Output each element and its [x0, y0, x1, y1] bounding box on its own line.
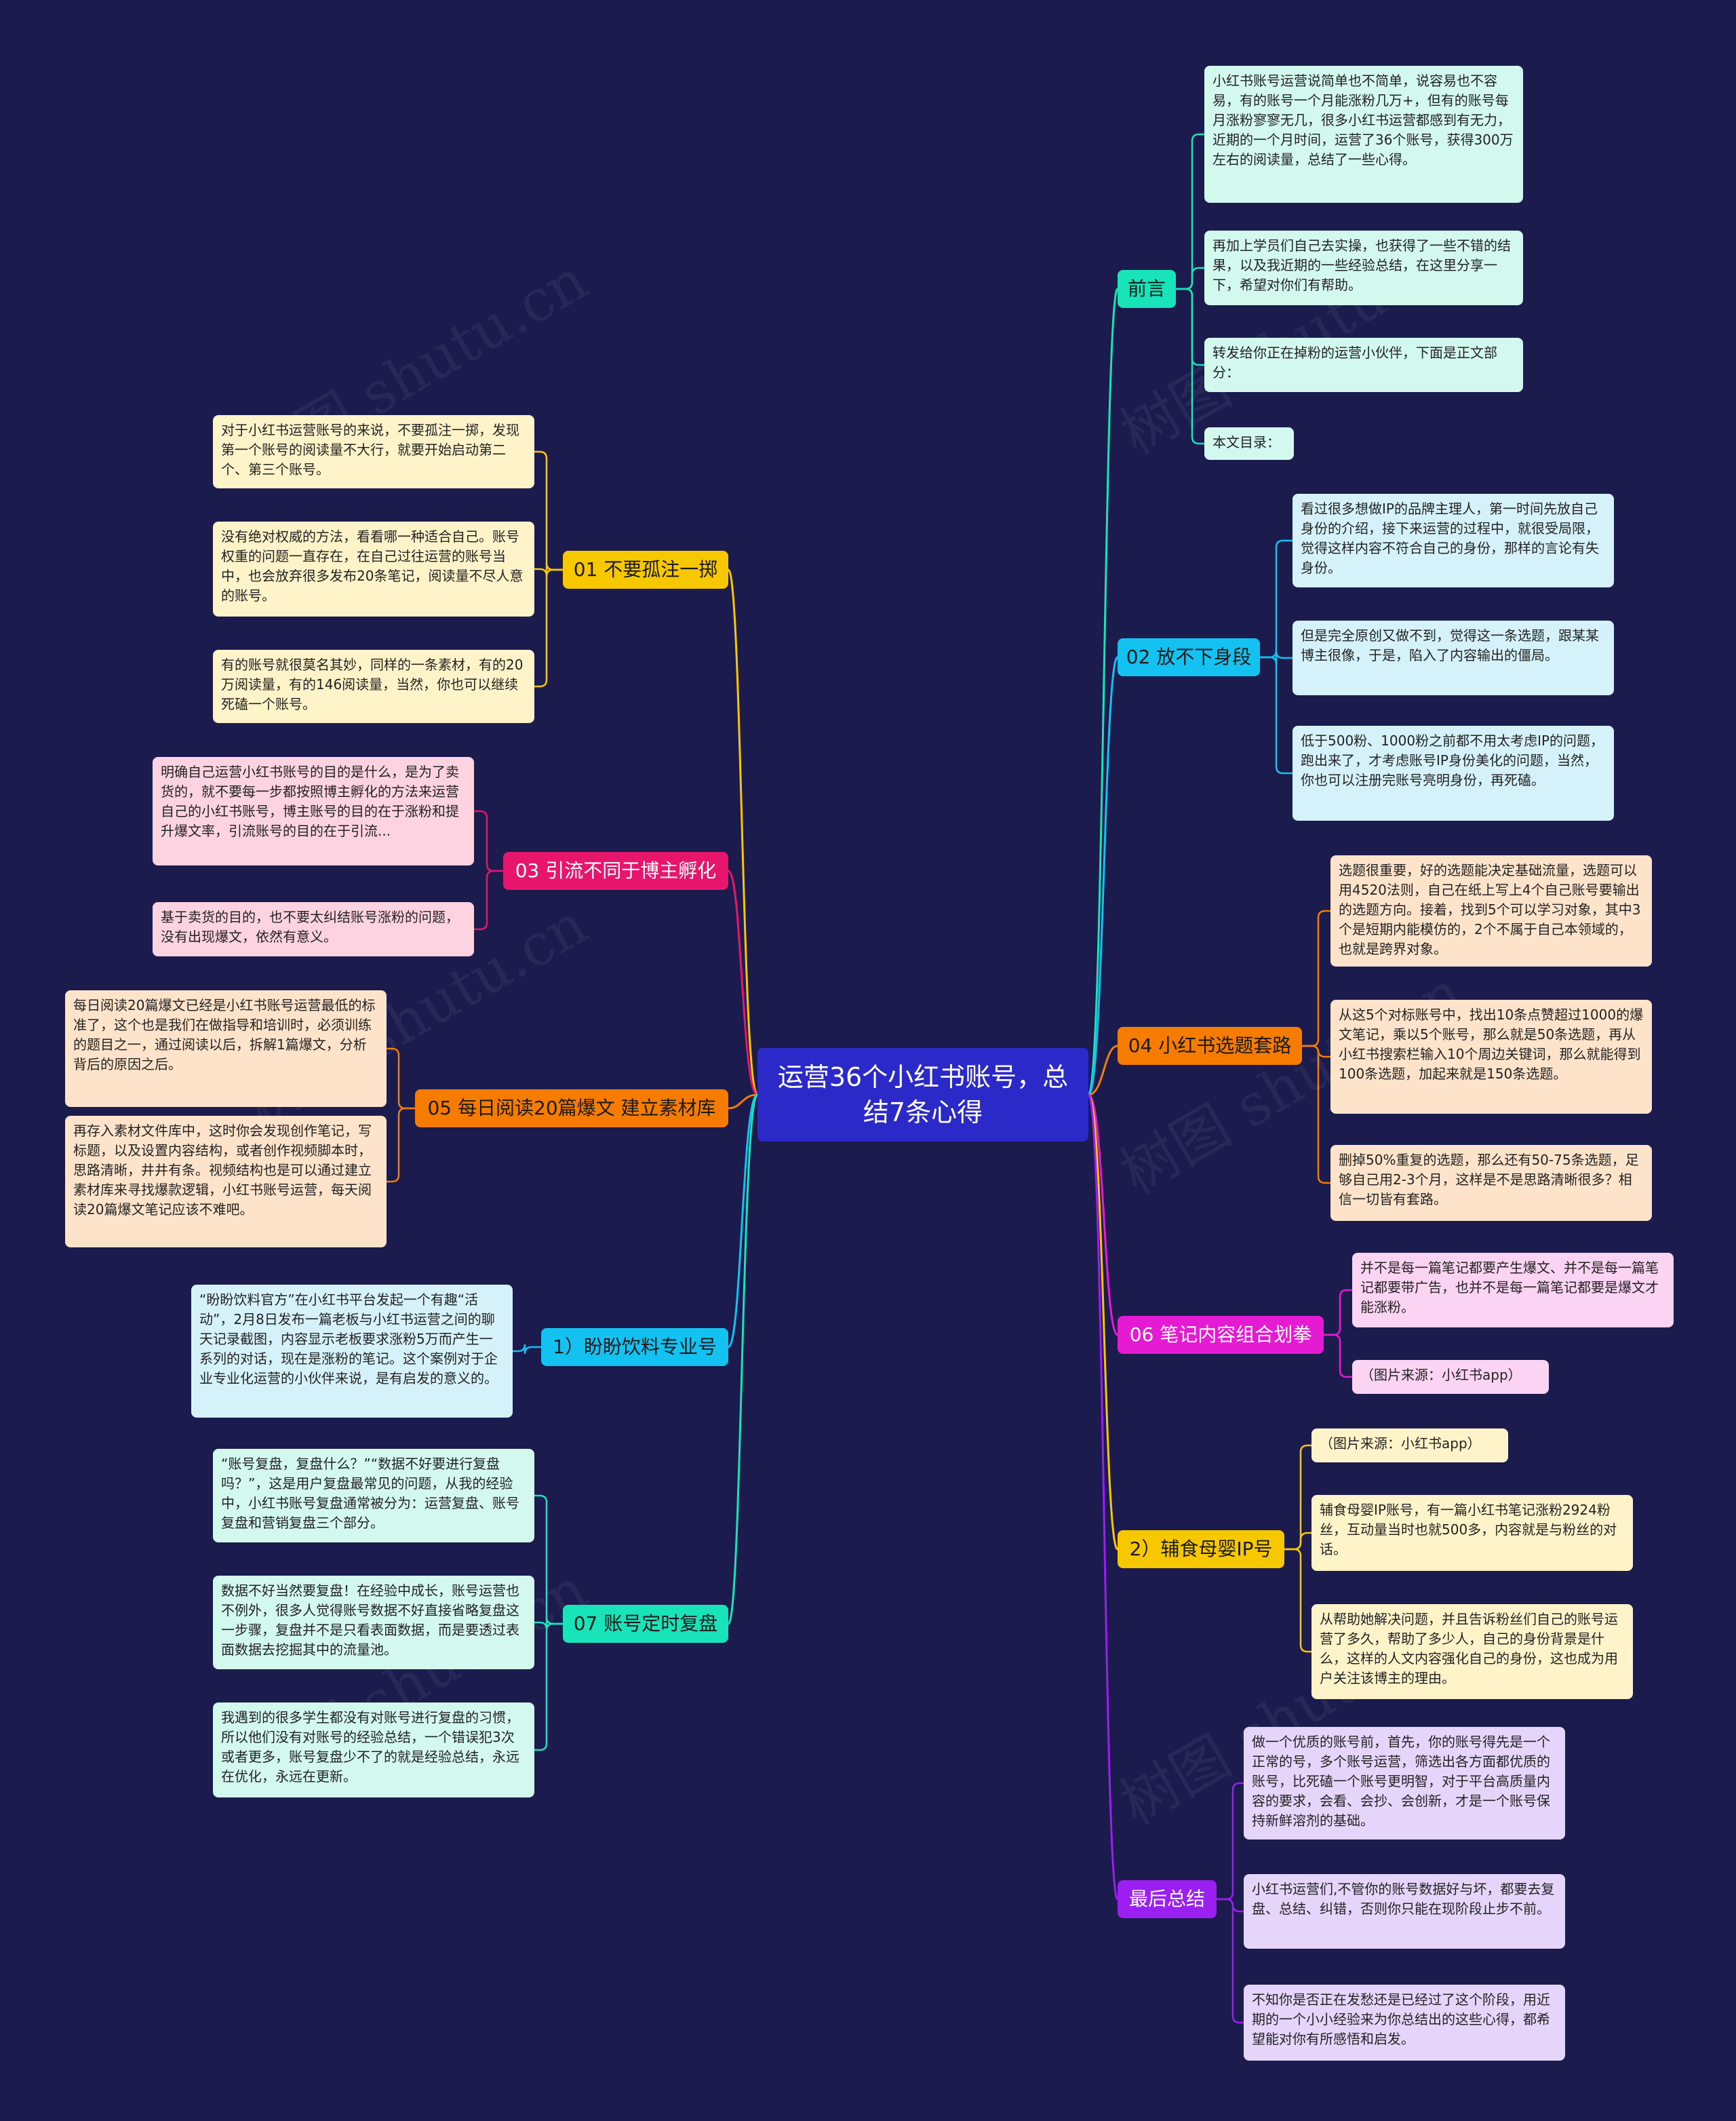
- leaf-note[interactable]: “账号复盘，复盘什么？”“数据不好要进行复盘吗？”，这是用户复盘最常见的问题，从…: [213, 1449, 534, 1542]
- connector: [1324, 1289, 1352, 1336]
- leaf-note[interactable]: 做一个优质的账号前，首先，你的账号得先是一个正常的号，多个账号运营，筛选出各方面…: [1244, 1727, 1565, 1840]
- leaf-note[interactable]: （图片来源：小红书app）: [1352, 1360, 1549, 1394]
- leaf-note[interactable]: 但是完全原创又做不到，觉得这一条选题，跟某某博主很像，于是，陷入了内容输出的僵局…: [1293, 621, 1614, 695]
- branch-topic[interactable]: 04 小红书选题套路: [1118, 1027, 1302, 1065]
- leaf-note[interactable]: 从帮助她解决问题，并且告诉粉丝们自己的账号运营了多久，帮助了多少人，自己的身份背…: [1311, 1604, 1633, 1699]
- branch-topic[interactable]: 02 放不下身段: [1118, 638, 1260, 676]
- connector: [1324, 1334, 1352, 1378]
- connector: [1087, 1093, 1119, 1336]
- branch-topic[interactable]: 05 每日阅读20篇爆文 建立素材库: [415, 1089, 728, 1127]
- leaf-note[interactable]: 每日阅读20篇爆文已经是小红书账号运营最低的标准了，这个也是我们在做指导和培训时…: [65, 990, 387, 1107]
- branch-topic[interactable]: 03 引流不同于博主孵化: [503, 852, 728, 890]
- connector: [1284, 1548, 1311, 1653]
- connector: [474, 870, 503, 931]
- connector: [1088, 1045, 1118, 1096]
- root-topic[interactable]: 运营36个小红书账号，总结7条心得: [757, 1048, 1088, 1142]
- connector: [1087, 1093, 1119, 1551]
- leaf-note[interactable]: 有的账号就很莫名其妙，同样的一条素材，有的20万阅读量，有的146阅读量，当然，…: [213, 650, 534, 723]
- connector: [1087, 1093, 1119, 1901]
- connector: [1284, 1532, 1311, 1551]
- leaf-note[interactable]: 删掉50%重复的选题，那么还有50-75条选题，足够自己用2-3个月，这样是不是…: [1330, 1145, 1652, 1221]
- connector: [727, 870, 758, 1096]
- connector: [1302, 910, 1330, 1047]
- leaf-note[interactable]: 不知你是否正在发愁还是已经过了这个阶段，用近期的一个小小经验来为你总结出的这些心…: [1244, 1985, 1565, 2061]
- branch-topic[interactable]: 2）辅食母婴IP号: [1118, 1530, 1284, 1568]
- connector: [387, 1107, 415, 1183]
- leaf-note[interactable]: 再加上学员们自己去实操，也获得了一些不错的结果，以及我近期的一些经验总结，在这里…: [1204, 231, 1523, 305]
- leaf-note[interactable]: 我遇到的很多学生都没有对账号进行复盘的习惯，所以他们没有对账号的经验总结，一个错…: [213, 1702, 534, 1797]
- leaf-note[interactable]: 从这5个对标账号中，找出10条点赞超过1000的爆文笔记，乘以5个账号，那么就是…: [1330, 1000, 1652, 1114]
- leaf-note[interactable]: 没有绝对权威的方法，看看哪一种适合自己。账号权重的问题一直存在，在自己过往运营的…: [213, 522, 534, 617]
- connector: [728, 1093, 758, 1110]
- connector: [534, 1622, 563, 1751]
- branch-topic[interactable]: 01 不要孤注一掷: [563, 551, 728, 589]
- connector: [1176, 133, 1204, 290]
- connector: [513, 1344, 541, 1355]
- leaf-note[interactable]: 小红书运营们,不管你的账号数据好与坏，都要去复盘、总结、纠错，否则你只能在现阶段…: [1244, 1874, 1565, 1949]
- branch-topic[interactable]: 07 账号定时复盘: [563, 1605, 728, 1643]
- connector: [1087, 288, 1119, 1096]
- branch-topic[interactable]: 前言: [1118, 270, 1176, 308]
- branch-topic[interactable]: 最后总结: [1118, 1880, 1217, 1918]
- connector: [1087, 656, 1119, 1096]
- connector: [534, 1494, 563, 1625]
- leaf-note[interactable]: 辅食母婴IP账号，有一篇小红书笔记涨粉2924粉丝，互动量当时也就500多，内容…: [1311, 1495, 1633, 1571]
- connector: [1176, 288, 1204, 366]
- connector: [534, 568, 563, 688]
- connector: [474, 810, 503, 872]
- leaf-note[interactable]: （图片来源：小红书app）: [1311, 1428, 1508, 1462]
- leaf-note[interactable]: 基于卖货的目的，也不要太纠结账号涨粉的问题，没有出现爆文，依然有意义。: [153, 902, 474, 956]
- leaf-note[interactable]: 选题很重要，好的选题能决定基础流量，选题可以用4520法则，自己在纸上写上4个自…: [1330, 855, 1652, 967]
- connector: [1260, 539, 1293, 659]
- leaf-note[interactable]: 对于小红书运营账号的来说，不要孤注一掷，发现第一个账号的阅读量不大行，就要开始启…: [213, 415, 534, 488]
- branch-topic[interactable]: 1）盼盼饮料专业号: [541, 1328, 728, 1366]
- connector: [1217, 1782, 1244, 1901]
- leaf-note[interactable]: 低于500粉、1000粉之前都不用太考虑IP的问题，跑出来了，才考虑账号IP身份…: [1293, 726, 1614, 821]
- leaf-note[interactable]: 看过很多想做IP的品牌主理人，第一时间先放自己身份的介绍，接下来运营的过程中，就…: [1293, 494, 1614, 587]
- leaf-note[interactable]: 本文目录：: [1204, 427, 1294, 460]
- leaf-note[interactable]: 并不是每一篇笔记都要产生爆文、并不是每一篇笔记都要带广告，也并不是每一篇笔记都要…: [1352, 1253, 1674, 1327]
- connector: [727, 1093, 759, 1348]
- connector: [1217, 1898, 1244, 2024]
- leaf-note[interactable]: 数据不好当然要复盘！在经验中成长，账号运营也不例外，很多人觉得账号数据不好直接省…: [213, 1576, 534, 1669]
- leaf-note[interactable]: 明确自己运营小红书账号的目的是什么，是为了卖货的，就不要每一步都按照博主孵化的方…: [153, 757, 474, 865]
- branch-topic[interactable]: 06 笔记内容组合划拳: [1118, 1316, 1324, 1354]
- connector: [387, 1047, 415, 1110]
- leaf-note[interactable]: 小红书账号运营说简单也不简单，说容易也不容易，有的账号一个月能涨粉几万+，但有的…: [1204, 66, 1523, 203]
- connector: [727, 1093, 759, 1625]
- connector: [1260, 656, 1293, 775]
- leaf-note[interactable]: “盼盼饮料官方”在小红书平台发起一个有趣“活动”，2月8日发布一篇老板与小红书运…: [191, 1285, 513, 1418]
- leaf-note[interactable]: 再存入素材文件库中，这时你会发现创作笔记，写标题，以及设置内容结构，或者创作视频…: [65, 1116, 387, 1247]
- leaf-note[interactable]: 转发给你正在掉粉的运营小伙伴，下面是正文部分：: [1204, 338, 1523, 392]
- connector: [1176, 288, 1204, 445]
- connector: [1302, 1045, 1330, 1184]
- connector: [1176, 267, 1204, 290]
- connector: [727, 568, 759, 1096]
- connector: [534, 450, 563, 571]
